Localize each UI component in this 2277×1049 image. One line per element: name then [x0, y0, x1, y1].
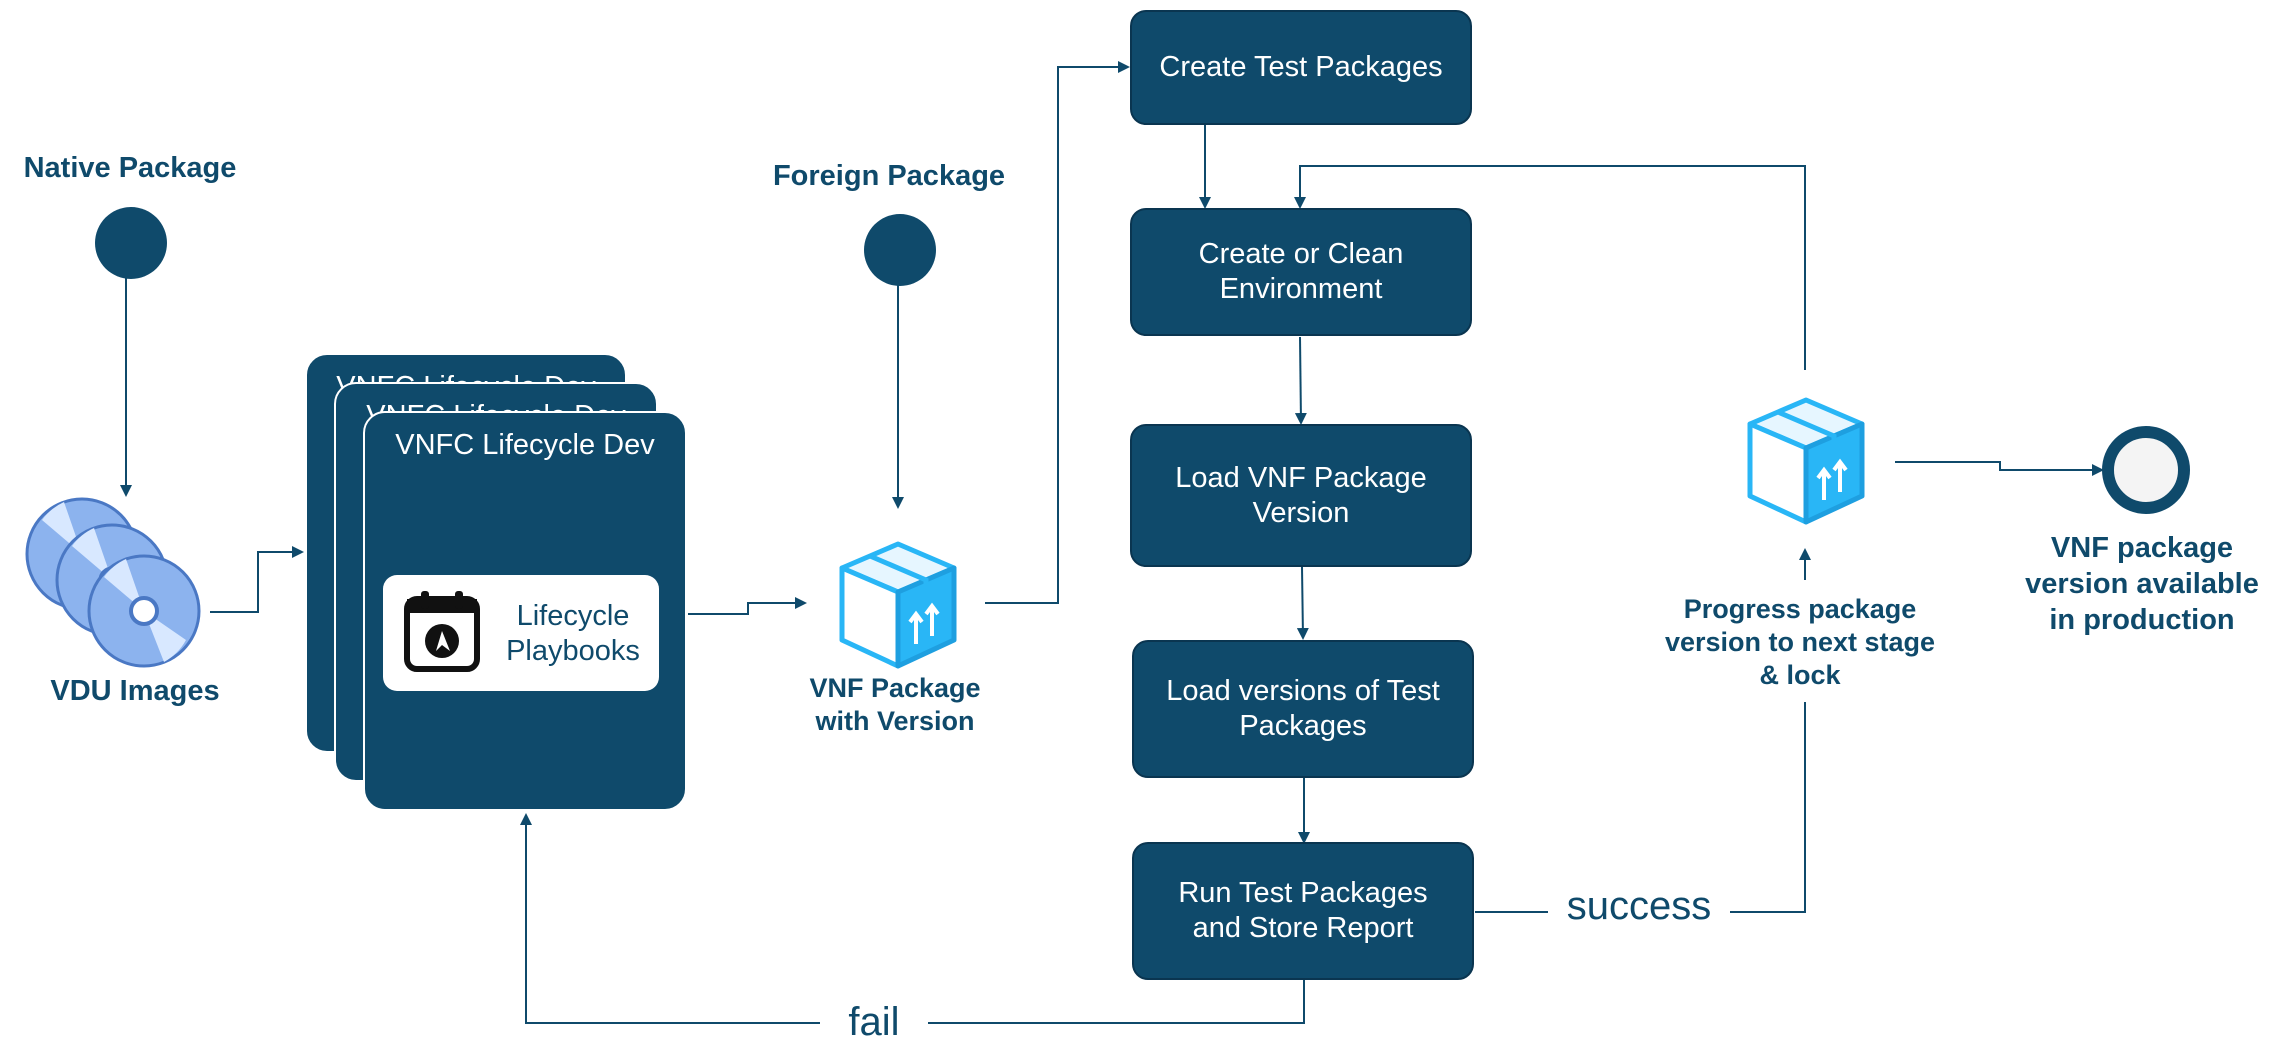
lifecycle-card-front-title: VNFC Lifecycle Dev — [395, 429, 655, 461]
progress-label-line1: Progress package — [1683, 594, 1917, 624]
step-run-test-packages-line2: and Store Report — [1192, 912, 1414, 944]
edge-label-success: success — [1566, 884, 1712, 928]
edge-fail-left — [520, 813, 820, 1024]
package-box-icon — [839, 541, 957, 669]
calendar-ansible-icon — [404, 591, 480, 672]
step-load-test-versions-line1: Load versions of Test — [1166, 675, 1440, 707]
step-create-environment: Create or Clean Environment — [1130, 208, 1472, 336]
step-load-test-versions: Load versions of Test Packages — [1132, 640, 1474, 778]
step-create-environment-line2: Environment — [1219, 273, 1383, 305]
playbooks-label-line2: Playbooks — [506, 635, 640, 667]
lifecycle-card-front: VNFC Lifecycle Dev Lifecycle Playbooks — [363, 411, 687, 811]
step-create-test-packages: Create Test Packages — [1130, 10, 1472, 125]
edge-fail-right — [928, 980, 1305, 1024]
production-label-line3: in production — [2049, 604, 2235, 636]
progress-label-line2: version to next stage — [1664, 627, 1936, 657]
edge-progress-to-production — [1895, 461, 2104, 476]
vdu-images-label: VDU Images — [50, 675, 220, 707]
edge-label-fail: fail — [848, 1000, 900, 1044]
vnf-package-label: VNF Package with Version — [780, 672, 1010, 738]
edge-vdu-to-lifecycle — [210, 546, 304, 613]
step-run-test-packages: Run Test Packages and Store Report — [1132, 842, 1474, 980]
production-label-line1: VNF package — [2050, 532, 2234, 564]
start-node-icon-foreign — [864, 214, 936, 286]
step-load-test-versions-line2: Packages — [1239, 710, 1367, 742]
playbooks-label-line1: Lifecycle — [516, 600, 630, 632]
edge-progress-loop — [1294, 165, 1806, 370]
edge-env-to-load-vnf — [1294, 336, 1307, 425]
step-create-environment-line1: Create or Clean — [1198, 238, 1404, 270]
step-run-test-packages-line1: Run Test Packages — [1178, 877, 1428, 909]
vnf-package-label-line2: with Version — [815, 706, 975, 736]
progress-label: Progress package version to next stage &… — [1640, 593, 1960, 692]
step-load-vnf-package: Load VNF Package Version — [1130, 424, 1472, 567]
step-load-vnf-package-line1: Load VNF Package — [1175, 461, 1427, 494]
edge-success-right — [1730, 702, 1806, 913]
playbooks-panel: Lifecycle Playbooks — [383, 575, 659, 691]
end-node-icon — [2102, 426, 2190, 514]
edge-lifecycle-to-vnf — [688, 597, 807, 615]
production-label: VNF package version available in product… — [2000, 530, 2277, 638]
production-label-line2: version available — [2025, 568, 2259, 600]
foreign-package-label: Foreign Package — [772, 160, 1006, 192]
edge-vnf-to-create-test — [985, 61, 1130, 604]
native-package-label: Native Package — [23, 152, 237, 184]
edge-load-vnf-to-versions — [1296, 566, 1309, 640]
step-create-test-packages-label: Create Test Packages — [1159, 51, 1443, 83]
package-box-icon-progress — [1747, 397, 1865, 525]
step-load-vnf-package-line2: Version — [1252, 496, 1350, 529]
progress-label-line3: & lock — [1759, 660, 1841, 690]
vnf-package-label-line1: VNF Package — [809, 673, 981, 703]
disc-icon — [25, 497, 201, 668]
start-node-icon — [95, 207, 167, 279]
